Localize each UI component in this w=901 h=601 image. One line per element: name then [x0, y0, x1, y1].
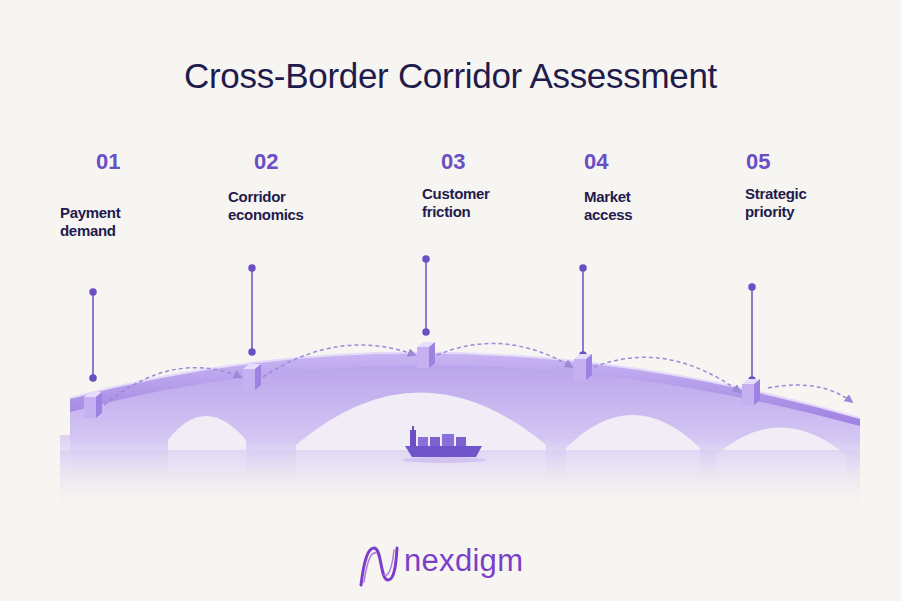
- bridge-deck: [70, 353, 860, 426]
- diagram-title: Cross-Border Corridor Assessment: [0, 56, 901, 96]
- step-cube: [243, 364, 261, 390]
- step-label: Customer friction: [422, 185, 504, 221]
- step-marker: 01Payment demand: [84, 392, 102, 418]
- step-number: 05: [746, 149, 770, 175]
- step-cube: [417, 342, 435, 368]
- leader-lines: [90, 256, 755, 383]
- flow-arrow: [104, 368, 241, 405]
- step-cube: [574, 354, 592, 380]
- step-number: 04: [584, 149, 608, 175]
- step-marker: 04Market access: [574, 354, 592, 380]
- trailing-arrow: [768, 385, 852, 402]
- flow-arrow: [437, 343, 572, 367]
- cargo-ship: [402, 426, 486, 463]
- step-cube: [742, 379, 760, 405]
- step-label: Payment demand: [60, 204, 142, 240]
- step-cube: [84, 392, 102, 418]
- water-mist: [60, 450, 860, 510]
- step-marker: 03Customer friction: [417, 342, 435, 368]
- flow-arrow: [263, 345, 415, 377]
- step-marker: 02Corridor economics: [243, 364, 261, 390]
- deck-highlight: [70, 353, 860, 418]
- step-label: Corridor economics: [228, 188, 324, 224]
- logo-wordmark: nexdigm: [404, 543, 523, 579]
- step-number: 01: [96, 149, 120, 175]
- step-marker: 05Strategic priority: [742, 379, 760, 405]
- flow-arrow: [594, 357, 740, 392]
- step-number: 02: [254, 149, 278, 175]
- step-number: 03: [441, 149, 465, 175]
- step-label: Strategic priority: [745, 185, 821, 221]
- logo-icon: [361, 548, 397, 585]
- step-label: Market access: [584, 188, 650, 224]
